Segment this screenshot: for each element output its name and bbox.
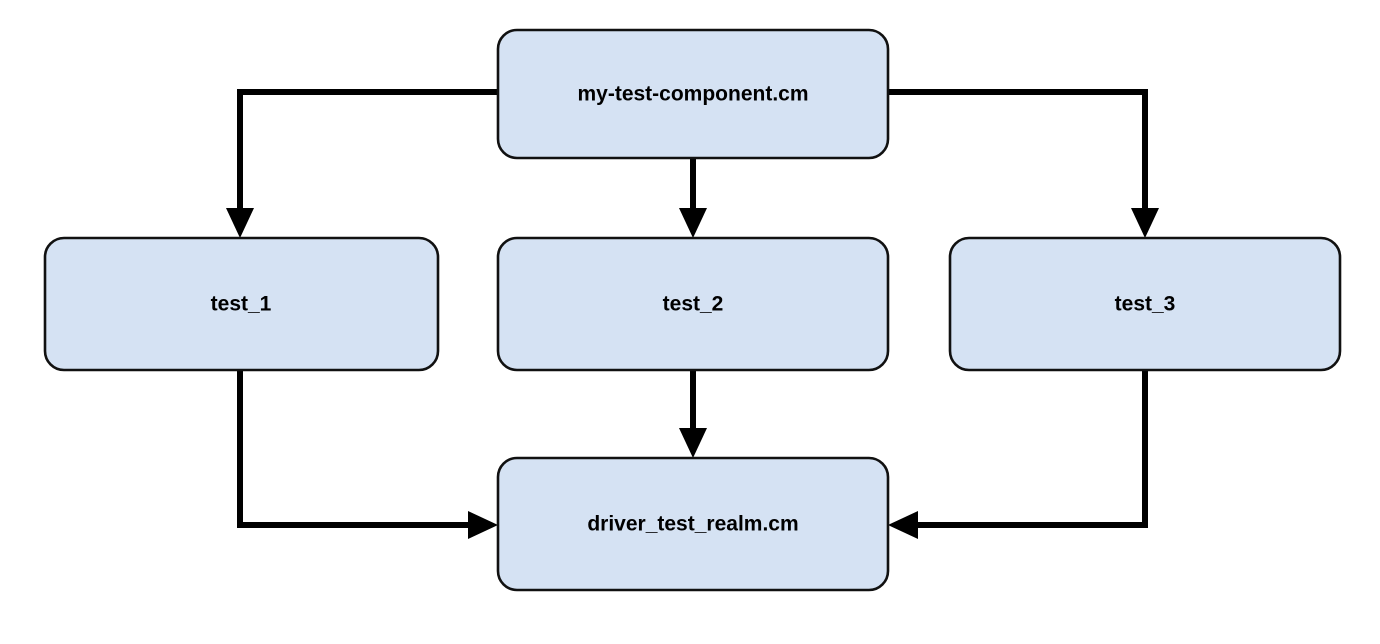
node-driver-test-realm-box [496, 456, 890, 592]
edge-component-to-test1-arrowhead [226, 208, 254, 238]
edge-component-to-test3-arrowhead [1131, 208, 1159, 238]
edge-test3-to-driver-line [900, 370, 1148, 528]
node-my-test-component-box [496, 28, 890, 160]
edge-component-to-test2[interactable] [679, 158, 707, 238]
node-test-3-label: test_3 [1115, 293, 1176, 316]
node-test-2[interactable]: test_2 [496, 236, 890, 372]
edge-layer [226, 89, 1159, 539]
node-driver-test-realm[interactable]: driver_test_realm.cm [496, 456, 890, 592]
node-test-3-box [948, 236, 1342, 372]
edge-test3-to-driver[interactable] [888, 370, 1148, 539]
edge-test2-to-driver[interactable] [679, 370, 707, 458]
edge-component-to-test1-line [237, 89, 498, 226]
edge-component-to-test3[interactable] [888, 89, 1159, 238]
node-layer: my-test-component.cm test_1 test_2 test_… [43, 28, 1342, 592]
node-test-1-box [43, 236, 440, 372]
edge-test1-to-driver[interactable] [237, 370, 498, 539]
node-my-test-component[interactable]: my-test-component.cm [496, 28, 890, 160]
edge-test1-to-driver-line [237, 370, 486, 528]
node-test-3[interactable]: test_3 [948, 236, 1342, 372]
node-driver-test-realm-label: driver_test_realm.cm [587, 513, 798, 536]
edge-component-to-test1[interactable] [226, 89, 498, 238]
node-my-test-component-label: my-test-component.cm [577, 83, 808, 106]
edge-test2-to-driver-arrowhead [679, 428, 707, 458]
edge-component-to-test3-line [888, 89, 1148, 226]
edge-test1-to-driver-arrowhead [468, 511, 498, 539]
edge-test3-to-driver-arrowhead [888, 511, 918, 539]
edge-component-to-test2-arrowhead [679, 208, 707, 238]
node-test-2-label: test_2 [663, 293, 724, 316]
node-test-2-box [496, 236, 890, 372]
node-test-1-label: test_1 [211, 293, 272, 316]
node-test-1[interactable]: test_1 [43, 236, 440, 372]
